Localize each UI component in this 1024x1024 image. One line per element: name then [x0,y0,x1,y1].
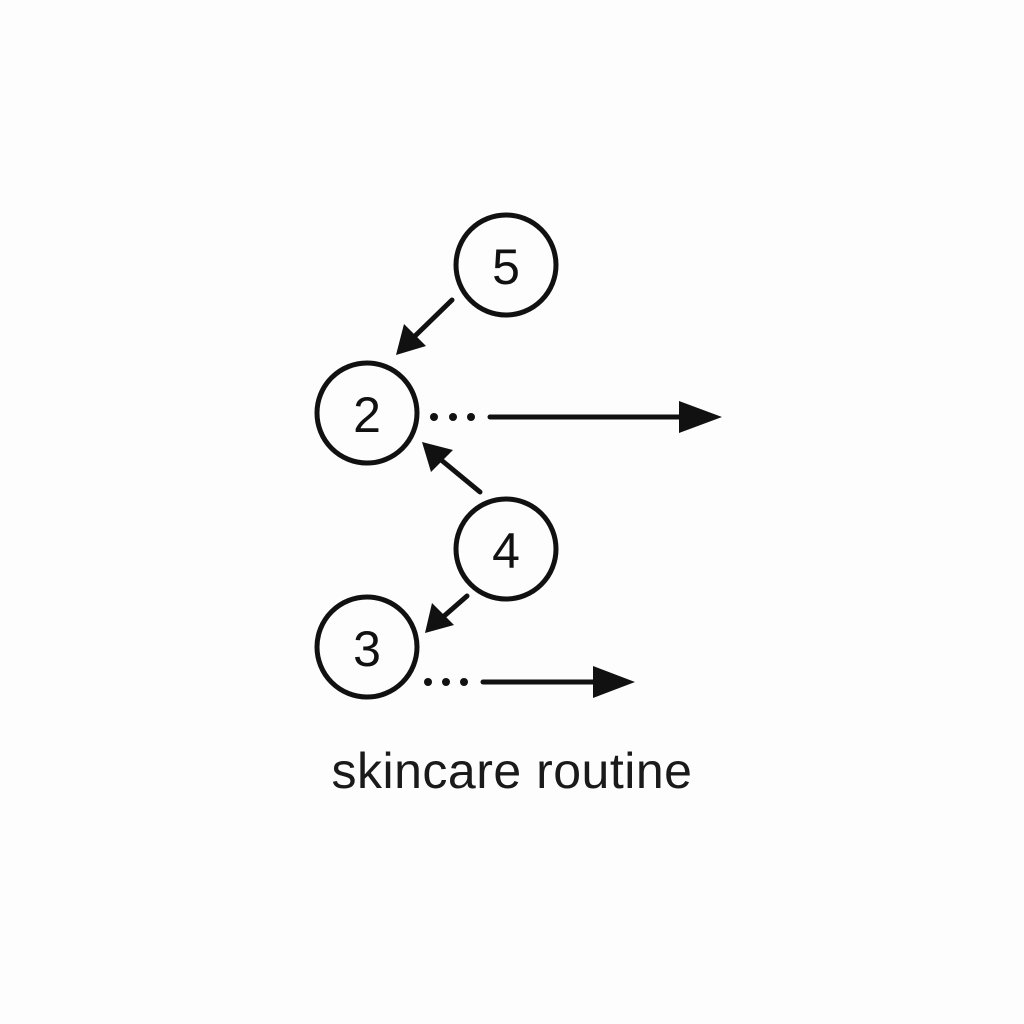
edge-4-to-3-arrow [425,593,470,633]
edge-5-to-2-arrow [396,297,455,355]
node-5: 5 [453,212,559,318]
node-3: 3 [314,594,420,700]
node-3-label: 3 [353,621,381,677]
node-4-label: 4 [492,523,520,579]
node-2: 2 [314,360,420,466]
edge-4-to-2-arrow [422,442,483,495]
node-4: 4 [453,496,559,602]
edge-2-outgoing-arrow [430,401,722,433]
edge-3-outgoing-arrow [424,666,635,698]
diagram-caption: skincare routine [331,743,693,799]
node-5-label: 5 [492,239,520,295]
node-2-label: 2 [353,387,381,443]
